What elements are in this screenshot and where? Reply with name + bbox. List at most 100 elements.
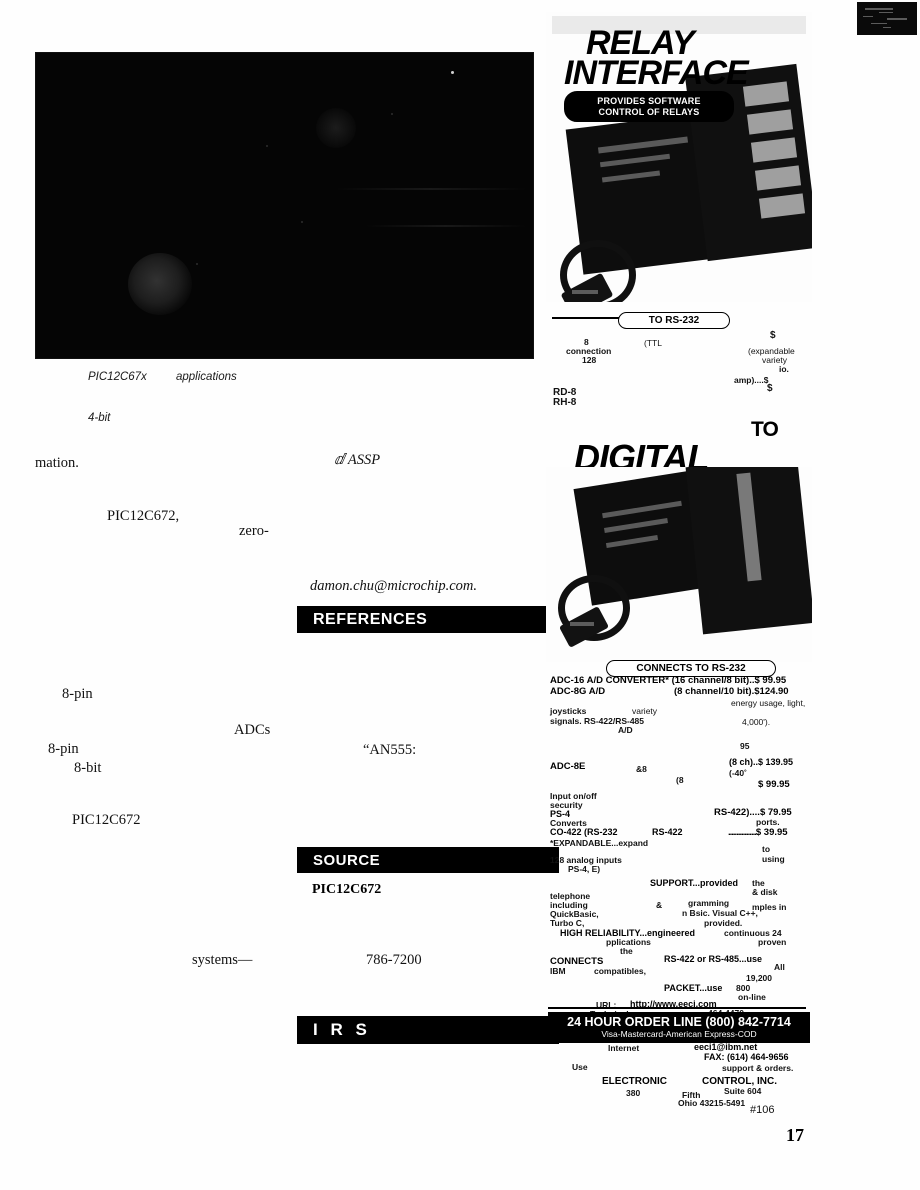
copy-continuous-24: continuous 24 — [724, 928, 782, 938]
copy-the-2: the — [620, 946, 633, 956]
copy-ports: ports. — [756, 817, 780, 827]
photo-artifact-circle — [128, 253, 192, 315]
internet-email[interactable]: eeci1@ibm.net — [694, 1042, 758, 1052]
badge-line-2: CONTROL OF RELAYS — [598, 106, 700, 117]
order-line-phone: 24 HOUR ORDER LINE (800) 842-7714 — [567, 1015, 791, 1029]
copy-4000ft: 4,000'). — [742, 717, 771, 727]
copy-url-label: URL: — [596, 1000, 617, 1010]
author-email: damon.chu@microchip.com. — [310, 578, 478, 594]
fragment-8-pin-a: 8-pin — [62, 686, 93, 702]
copy-minus40: (-40˚ — [729, 768, 747, 778]
photo-caption-suffix: applications — [176, 371, 237, 383]
product-desc-ps4: RS-422).... — [714, 807, 760, 818]
copy-signals-rs422: signals. RS-422/RS-485 — [550, 716, 645, 726]
product-line-adc8g: (8 channel/10 bit).$124.90 — [674, 686, 789, 697]
fragment-zero: zero- — [239, 523, 269, 539]
copy-ibm: IBM — [550, 966, 566, 976]
product-line-adc16: ADC-16 A/D CONVERTER* (16 channel/8 bit)… — [550, 675, 786, 686]
adc-board-photo — [546, 467, 812, 662]
copy-telephone: telephone — [550, 891, 591, 901]
fragment-4-bit: 4-bit — [88, 412, 111, 424]
copy-variety: variety — [632, 706, 658, 716]
section-header-source: SOURCE — [297, 847, 559, 873]
product-model-adc16: ADC-16 — [550, 675, 585, 686]
relay-copy-expandable: (expandable — [748, 346, 795, 356]
copy-joysticks: joysticks — [550, 706, 587, 716]
fragment-mation: mation. — [35, 455, 79, 471]
copy-all: All — [774, 962, 785, 972]
product-price-adc8g: $124.90 — [754, 686, 789, 697]
product-model-adc8e: ADC-8E — [550, 761, 586, 772]
product-model-ps4: PS-4 — [550, 809, 571, 819]
ad-title-interface: INTERFACE — [564, 54, 749, 92]
relay-copy-8: 8 — [584, 337, 589, 347]
product-desc-co422: RS-422 — [652, 827, 683, 837]
page-number: 17 — [786, 1125, 804, 1145]
copy-19200: 19,200 — [746, 973, 772, 983]
order-box-top-rule — [548, 1007, 806, 1009]
advertisement-eeci: RELAY INTERFACE PROVIDES SOFTWARE CONTRO… — [546, 12, 816, 1108]
product-line-ps4: RS-422)....$ 79.95 — [714, 807, 792, 818]
address-city-state-zip: Ohio 43215-5491 — [678, 1098, 746, 1108]
order-line-box: 24 HOUR ORDER LINE (800) 842-7714 Visa-M… — [548, 1012, 810, 1043]
product-price-ps4: $ 79.95 — [759, 807, 792, 818]
support-orders-note: support & orders. — [722, 1063, 794, 1073]
copy-proven: proven — [758, 937, 787, 947]
copy-security: security — [550, 800, 583, 810]
copy-rs422-rs485-use: RS-422 or RS-485...use — [664, 954, 763, 964]
product-desc-adc16: A/D CONVERTER* (16 channel/8 bit).. — [586, 675, 755, 686]
product-price-adc8e: $ 139.95 — [758, 757, 794, 767]
copy-gramming: gramming — [688, 898, 730, 908]
copy-128-analog-inputs: 128 analog inputs — [550, 855, 622, 865]
relay-copy-variety: variety — [762, 355, 788, 365]
relay-copy-dollar-1: $ — [770, 330, 776, 341]
copy-95: 95 — [740, 741, 750, 751]
copy-converts: Converts — [550, 818, 587, 828]
copy-to: to — [762, 844, 771, 854]
order-line-cards: Visa-Mastercard-American Express-COD — [601, 1029, 757, 1039]
product-model-co422: CO-422 (RS-232 — [550, 827, 618, 837]
copy-ad: A/D — [618, 725, 633, 735]
copy-high-reliability: HIGH RELIABILITY...engineered — [560, 928, 696, 938]
copy-energy-usage: energy usage, light, — [731, 698, 806, 708]
copy-input-onoff: Input on/off — [550, 791, 597, 801]
product-line-adc8e: (8 ch)..$ 139.95 — [729, 757, 793, 767]
copy-including: including — [550, 900, 588, 910]
product-model-adc8g: ADC-8G A/D — [550, 686, 606, 697]
fragment-adcs: ADCs — [234, 722, 271, 738]
copy-ampersand: & — [656, 900, 663, 910]
copy-url[interactable]: http://www.eeci.com — [630, 999, 717, 1009]
copy-compatibles: compatibles, — [594, 966, 646, 976]
relay-model-rd8: RD-8 — [553, 387, 577, 398]
fragment-8-bit: 8-bit — [74, 760, 102, 776]
copy-connects: CONNECTS — [550, 956, 604, 967]
fragment-assp: ⅆ ASSP — [334, 452, 381, 468]
badge-to-rs-232: TO RS-232 — [618, 312, 730, 329]
relay-board-photo — [546, 12, 812, 302]
section-header-irs: I R S — [297, 1016, 559, 1044]
copy-packet-use: PACKET...use — [664, 983, 723, 993]
relay-copy-ttl: (TTL — [644, 338, 662, 348]
relay-model-rh8: RH-8 — [553, 397, 577, 408]
product-price-adc16: $ 99.95 — [754, 675, 787, 686]
copy-on-line: on-line — [738, 992, 766, 1002]
address-suite: Suite 604 — [724, 1086, 762, 1096]
badge-line-1: PROVIDES SOFTWARE — [597, 96, 701, 106]
section-header-references: REFERENCES — [297, 606, 559, 633]
copy-expandable: *EXPANDABLE...expand — [550, 838, 649, 848]
copy-support: SUPPORT...provided — [650, 878, 739, 888]
fragment-systems: systems— — [192, 952, 253, 968]
copy-800: 800 — [736, 983, 751, 993]
relay-copy-connection: connection — [566, 346, 612, 356]
copy-using: using — [762, 854, 785, 864]
article-photograph — [36, 53, 533, 358]
copy-pplications: pplications — [606, 937, 651, 947]
copy-the: the — [752, 878, 765, 888]
copy-and-disk: & disk — [752, 887, 778, 897]
relay-copy-128: 128 — [582, 355, 597, 365]
source-phone: 786-7200 — [366, 952, 422, 968]
relay-copy-dollar-2: $ — [767, 383, 773, 394]
copy-provided: provided. — [704, 918, 743, 928]
relay-copy-io: io. — [779, 364, 789, 374]
